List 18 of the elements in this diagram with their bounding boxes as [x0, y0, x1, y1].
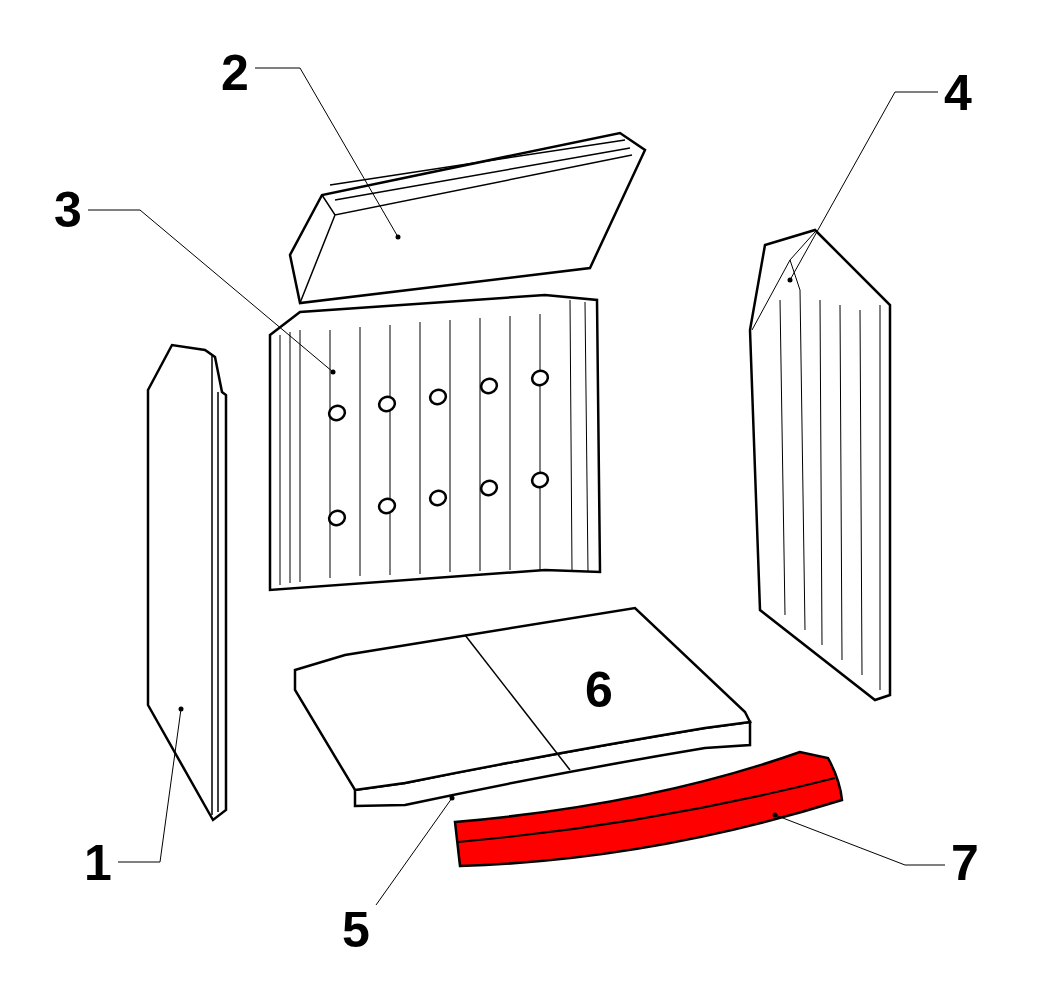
curved-seal-drawing [452, 748, 844, 868]
top-plate-drawing [288, 130, 648, 306]
hearth-plate-drawing [293, 605, 753, 790]
leader-line [87, 209, 336, 375]
callout-number: 5 [336, 905, 376, 955]
callout-number: 1 [78, 838, 118, 888]
leader-line [375, 795, 455, 906]
callout-number: 4 [938, 68, 978, 118]
callout-number: 3 [48, 185, 88, 235]
callout-number: 2 [215, 48, 255, 98]
leader-line [772, 812, 946, 866]
callout-number: 7 [945, 838, 985, 888]
side-wall-drawing [746, 226, 894, 702]
callout-number: 6 [585, 665, 613, 715]
leader-line [254, 67, 401, 240]
leader-line [787, 91, 939, 283]
leader-line [117, 706, 184, 863]
side-panel-drawing [146, 342, 228, 824]
